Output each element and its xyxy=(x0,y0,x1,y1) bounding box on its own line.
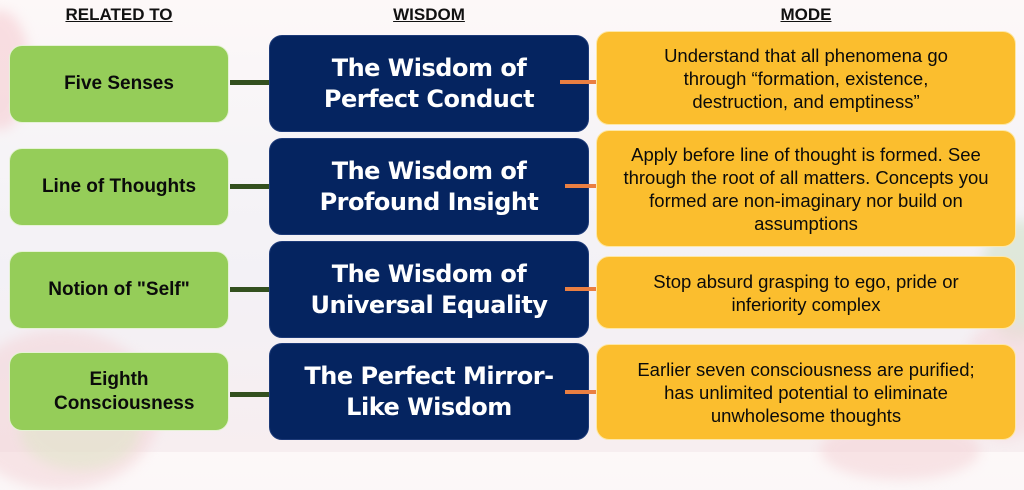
related-to-box: Five Senses xyxy=(9,45,229,123)
related-to-box: Line of Thoughts xyxy=(9,148,229,226)
wisdom-label: The Wisdom of Perfect Conduct xyxy=(323,53,535,113)
related-connector-line xyxy=(230,80,269,85)
mode-box: Understand that all phenomena go through… xyxy=(596,31,1016,125)
related-to-box: Eighth Consciousness xyxy=(9,352,229,431)
related-to-label: Line of Thoughts xyxy=(41,176,197,197)
related-connector-line xyxy=(230,184,269,189)
related-to-label: Five Senses xyxy=(64,73,174,94)
related-connector-line xyxy=(230,287,269,292)
wisdom-box: The Perfect Mirror-Like Wisdom xyxy=(269,343,589,440)
related-to-label: Notion of "Self" xyxy=(48,279,190,300)
wisdom-label: The Wisdom of Universal Equality xyxy=(310,259,548,319)
mode-label: Apply before line of thought is formed. … xyxy=(623,143,989,234)
wisdom-label: The Perfect Mirror-Like Wisdom xyxy=(304,361,554,421)
wisdom-label: The Wisdom of Profound Insight xyxy=(319,156,539,216)
mode-label: Understand that all phenomena go through… xyxy=(664,44,948,112)
wisdom-box: The Wisdom of Profound Insight xyxy=(269,138,589,235)
related-to-box: Notion of "Self" xyxy=(9,251,229,329)
header-related-to: RELATED TO xyxy=(65,5,173,24)
header-mode: MODE xyxy=(780,5,832,24)
wisdom-box: The Wisdom of Universal Equality xyxy=(269,241,589,338)
mode-box: Stop absurd grasping to ego, pride or in… xyxy=(596,256,1016,329)
mode-connector-line xyxy=(565,390,596,394)
mode-label: Earlier seven consciousness are purified… xyxy=(637,358,975,426)
mode-connector-line xyxy=(565,287,596,291)
mode-box: Earlier seven consciousness are purified… xyxy=(596,344,1016,440)
mode-box: Apply before line of thought is formed. … xyxy=(596,130,1016,247)
mode-connector-line xyxy=(565,184,596,188)
related-to-label: Eighth Consciousness xyxy=(54,368,195,414)
wisdom-box: The Wisdom of Perfect Conduct xyxy=(269,35,589,132)
header-wisdom: WISDOM xyxy=(393,5,465,24)
mode-connector-line xyxy=(560,80,596,84)
mode-label: Stop absurd grasping to ego, pride or in… xyxy=(653,270,959,315)
related-connector-line xyxy=(230,392,269,397)
